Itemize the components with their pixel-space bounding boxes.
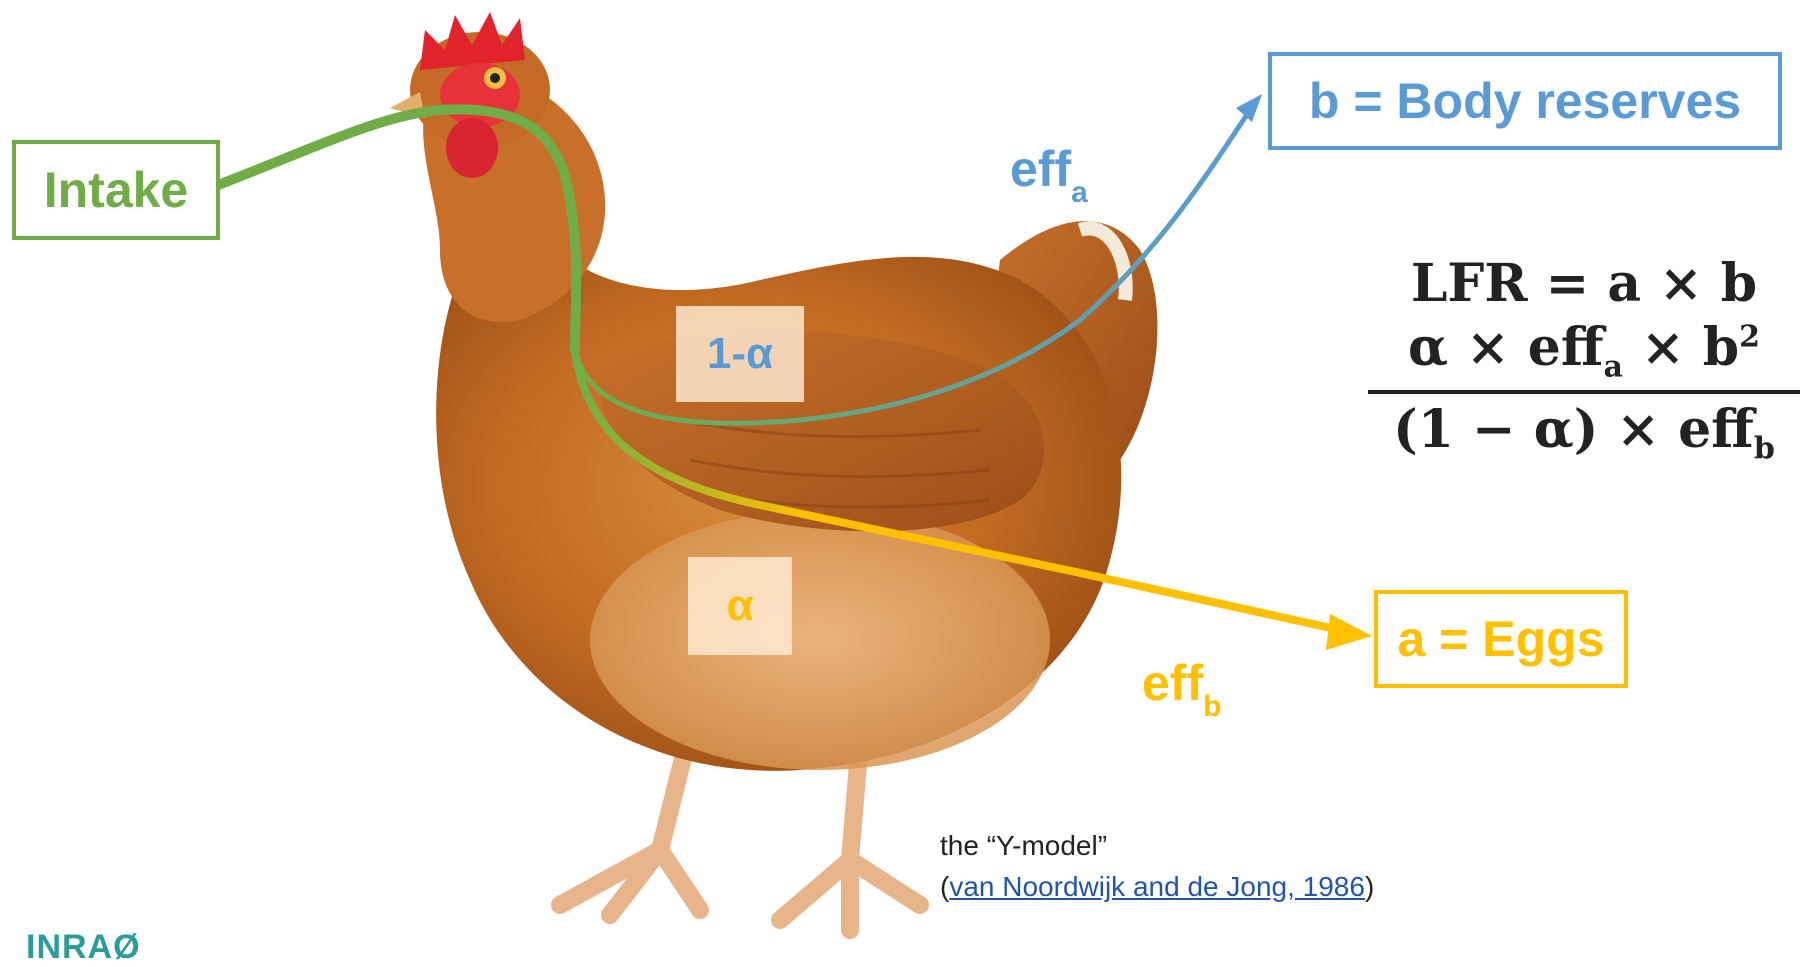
body-reserves-arrowhead xyxy=(1236,94,1262,122)
citation-close-paren: ) xyxy=(1364,870,1375,902)
citation-open-paren: ( xyxy=(940,870,950,902)
numerator-superscript: 2 xyxy=(1739,319,1761,355)
eff-a-base: eff xyxy=(1010,141,1072,197)
formula-line-1: LFR = a × b xyxy=(1410,253,1758,314)
intake-flow-line xyxy=(213,104,582,355)
eff-b-base: eff xyxy=(1142,655,1204,711)
formula-denominator: (1 − α) × effb xyxy=(1368,404,1800,464)
numerator-subscript: a xyxy=(1603,349,1623,385)
fraction-bar xyxy=(1368,390,1800,395)
body-reserves-flow-line xyxy=(572,108,1253,426)
inrae-logo: INRAØ xyxy=(26,928,141,966)
alpha-label: α xyxy=(726,581,754,630)
numerator-mid: × b xyxy=(1623,317,1740,378)
eff-b-label: effb xyxy=(1142,654,1221,723)
one-minus-alpha-tile: 1-α xyxy=(676,306,804,402)
hen-wattle xyxy=(446,118,498,178)
citation-link[interactable]: van Noordwijk and de Jong, 1986 xyxy=(949,870,1365,902)
numerator-pre: α × eff xyxy=(1407,317,1604,378)
eff-a-subscript: a xyxy=(1071,176,1088,209)
hen-comb xyxy=(420,12,525,70)
formula-numerator: α × effa × b2 xyxy=(1368,322,1800,382)
denominator-subscript: b xyxy=(1753,431,1775,467)
eggs-flow-line xyxy=(571,349,1341,634)
eggs-label: a = Eggs xyxy=(1397,611,1605,667)
citation: the “Y-model” (van Noordwijk and de Jong… xyxy=(940,826,1374,907)
eggs-arrowhead xyxy=(1326,614,1372,650)
eggs-box: a = Eggs xyxy=(1374,590,1628,688)
citation-title: the “Y-model” xyxy=(940,830,1108,861)
one-minus-alpha-label: 1-α xyxy=(706,329,774,378)
body-reserves-box: b = Body reserves xyxy=(1268,52,1782,150)
intake-label: Intake xyxy=(43,162,189,218)
alpha-tile: α xyxy=(688,557,792,655)
eff-a-background xyxy=(1062,172,1124,210)
body-reserves-label: b = Body reserves xyxy=(1308,73,1742,129)
eff-b-subscript: b xyxy=(1203,690,1222,723)
hen-legs xyxy=(551,721,929,939)
citation-reference: (van Noordwijk and de Jong, 1986) xyxy=(940,867,1374,908)
lfr-formula: LFR = a × b α × effa × b2 (1 − α) × effb xyxy=(1368,258,1800,465)
denominator-pre: (1 − α) × eff xyxy=(1393,399,1754,461)
intake-box: Intake xyxy=(12,140,220,240)
eff-a-label: effa xyxy=(1010,140,1088,209)
